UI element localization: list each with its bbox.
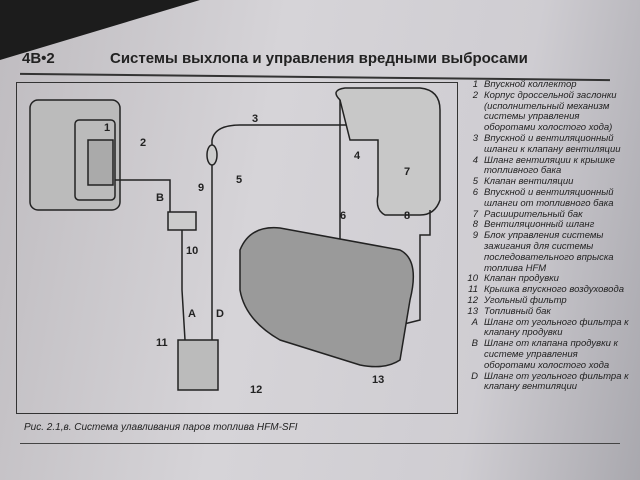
legend-item: A Шланг от угольного фильтра к клапану пр… bbox=[460, 316, 630, 340]
label-8: 8 bbox=[404, 210, 411, 222]
page-number: 4B•2 bbox=[22, 50, 55, 67]
legend-item: 11 Крышка впускного воздуховода bbox=[460, 284, 630, 296]
vent-valve bbox=[206, 144, 218, 166]
legend-text: Клапан продувки bbox=[484, 273, 559, 285]
legend-number: A bbox=[471, 316, 478, 328]
legend-text: Шланг от клапана продувки к системе упра… bbox=[484, 338, 618, 371]
legend-number: D bbox=[471, 370, 478, 382]
hose-3 bbox=[211, 124, 360, 141]
legend-item: 13 Топливный бак bbox=[460, 305, 630, 318]
legend-item: 8 Вентиляционный шланг bbox=[460, 220, 630, 231]
legend-text: Топливный бак bbox=[484, 305, 551, 317]
label-b: B bbox=[156, 192, 164, 204]
legend-number: 3 bbox=[472, 132, 478, 144]
legend-text: Шланг от угольного фильтра к клапану вен… bbox=[484, 370, 629, 393]
page-title: Системы выхлопа и управления вредными вы… bbox=[110, 50, 528, 67]
legend-item: 4 Шланг вентиляции к крышке топливного ба… bbox=[460, 154, 630, 178]
legend-item: 9 Блок управления системы зажигания для с… bbox=[460, 230, 630, 274]
legend-item: B Шланг от клапана продувки к системе упр… bbox=[460, 338, 630, 371]
legend-item: 5 Клапан вентиляции bbox=[460, 176, 630, 188]
legend-item: 1 Впускной коллектор bbox=[460, 79, 630, 91]
label-6: 6 bbox=[340, 210, 347, 222]
throttle-body bbox=[87, 139, 114, 186]
hose-a bbox=[181, 230, 186, 341]
legend-text: Расширительный бак bbox=[484, 208, 583, 220]
legend-item: D Шланг от угольного фильтра к клапану ве… bbox=[460, 370, 630, 394]
fuel-tank bbox=[239, 226, 415, 368]
legend-text: Впускной и вентиляционный шланги от топл… bbox=[484, 186, 614, 209]
label-a: A bbox=[188, 308, 196, 320]
legend-number: 11 bbox=[468, 284, 478, 296]
purge-valve bbox=[167, 211, 197, 231]
hose-b bbox=[115, 179, 185, 216]
legend: 1 Впускной коллектор 2 Корпус дроссельной з… bbox=[460, 79, 630, 394]
bottom-rule bbox=[20, 443, 620, 444]
label-1: 1 bbox=[104, 122, 111, 134]
legend-text: Угольный фильтр bbox=[484, 294, 567, 306]
legend-number: 6 bbox=[472, 186, 478, 198]
legend-number: 1 bbox=[472, 79, 478, 90]
label-3: 3 bbox=[252, 113, 259, 125]
diagram-frame bbox=[16, 82, 458, 414]
legend-number: 13 bbox=[467, 305, 478, 317]
figure-caption: Рис. 2.1,в. Система улавливания паров то… bbox=[24, 422, 298, 433]
label-2: 2 bbox=[140, 137, 147, 149]
legend-item: 2 Корпус дроссельной заслонки (исполнител… bbox=[460, 89, 630, 134]
legend-number: 2 bbox=[472, 89, 478, 101]
legend-number: 12 bbox=[467, 294, 478, 306]
legend-text: Крышка впускного воздуховода bbox=[484, 284, 624, 296]
expansion-tank bbox=[335, 87, 441, 216]
label-10: 10 bbox=[186, 245, 199, 257]
charcoal-canister bbox=[177, 339, 219, 391]
legend-number: 9 bbox=[472, 230, 478, 242]
legend-number: 4 bbox=[472, 154, 478, 166]
legend-number: 5 bbox=[472, 176, 478, 188]
legend-text: Клапан вентиляции bbox=[484, 176, 574, 188]
legend-number: 7 bbox=[472, 208, 478, 220]
legend-text: Впускной и вентиляционный шланги к клапа… bbox=[484, 132, 621, 155]
label-d: D bbox=[216, 308, 224, 320]
label-12: 12 bbox=[250, 384, 263, 396]
background-corner bbox=[0, 0, 200, 60]
legend-text: Вентиляционный шланг bbox=[484, 219, 595, 231]
legend-number: 8 bbox=[472, 219, 478, 231]
legend-number: B bbox=[471, 338, 478, 350]
legend-text: Впускной коллектор bbox=[484, 79, 577, 90]
legend-text: Шланг от угольного фильтра к клапану про… bbox=[484, 316, 629, 339]
legend-item: 12 Угольный фильтр bbox=[460, 294, 630, 307]
legend-text: Блок управления системы зажигания для си… bbox=[484, 230, 614, 274]
legend-item: 7 Расширительный бак bbox=[460, 208, 630, 221]
label-5: 5 bbox=[236, 174, 243, 186]
legend-number: 10 bbox=[467, 273, 478, 285]
legend-item: 10 Клапан продувки bbox=[460, 274, 630, 285]
legend-item: 6 Впускной и вентиляционный шланги от топ… bbox=[460, 186, 630, 210]
label-13: 13 bbox=[372, 374, 385, 386]
label-11: 11 bbox=[156, 337, 168, 349]
legend-text: Шланг вентиляции к крышке топливного бак… bbox=[484, 154, 616, 177]
label-4: 4 bbox=[354, 150, 361, 162]
legend-text: Корпус дроссельной заслонки (исполнитель… bbox=[484, 89, 617, 134]
legend-item: 3 Впускной и вентиляционный шланги к клап… bbox=[460, 132, 630, 156]
label-7: 7 bbox=[404, 166, 411, 178]
label-9: 9 bbox=[198, 182, 205, 194]
